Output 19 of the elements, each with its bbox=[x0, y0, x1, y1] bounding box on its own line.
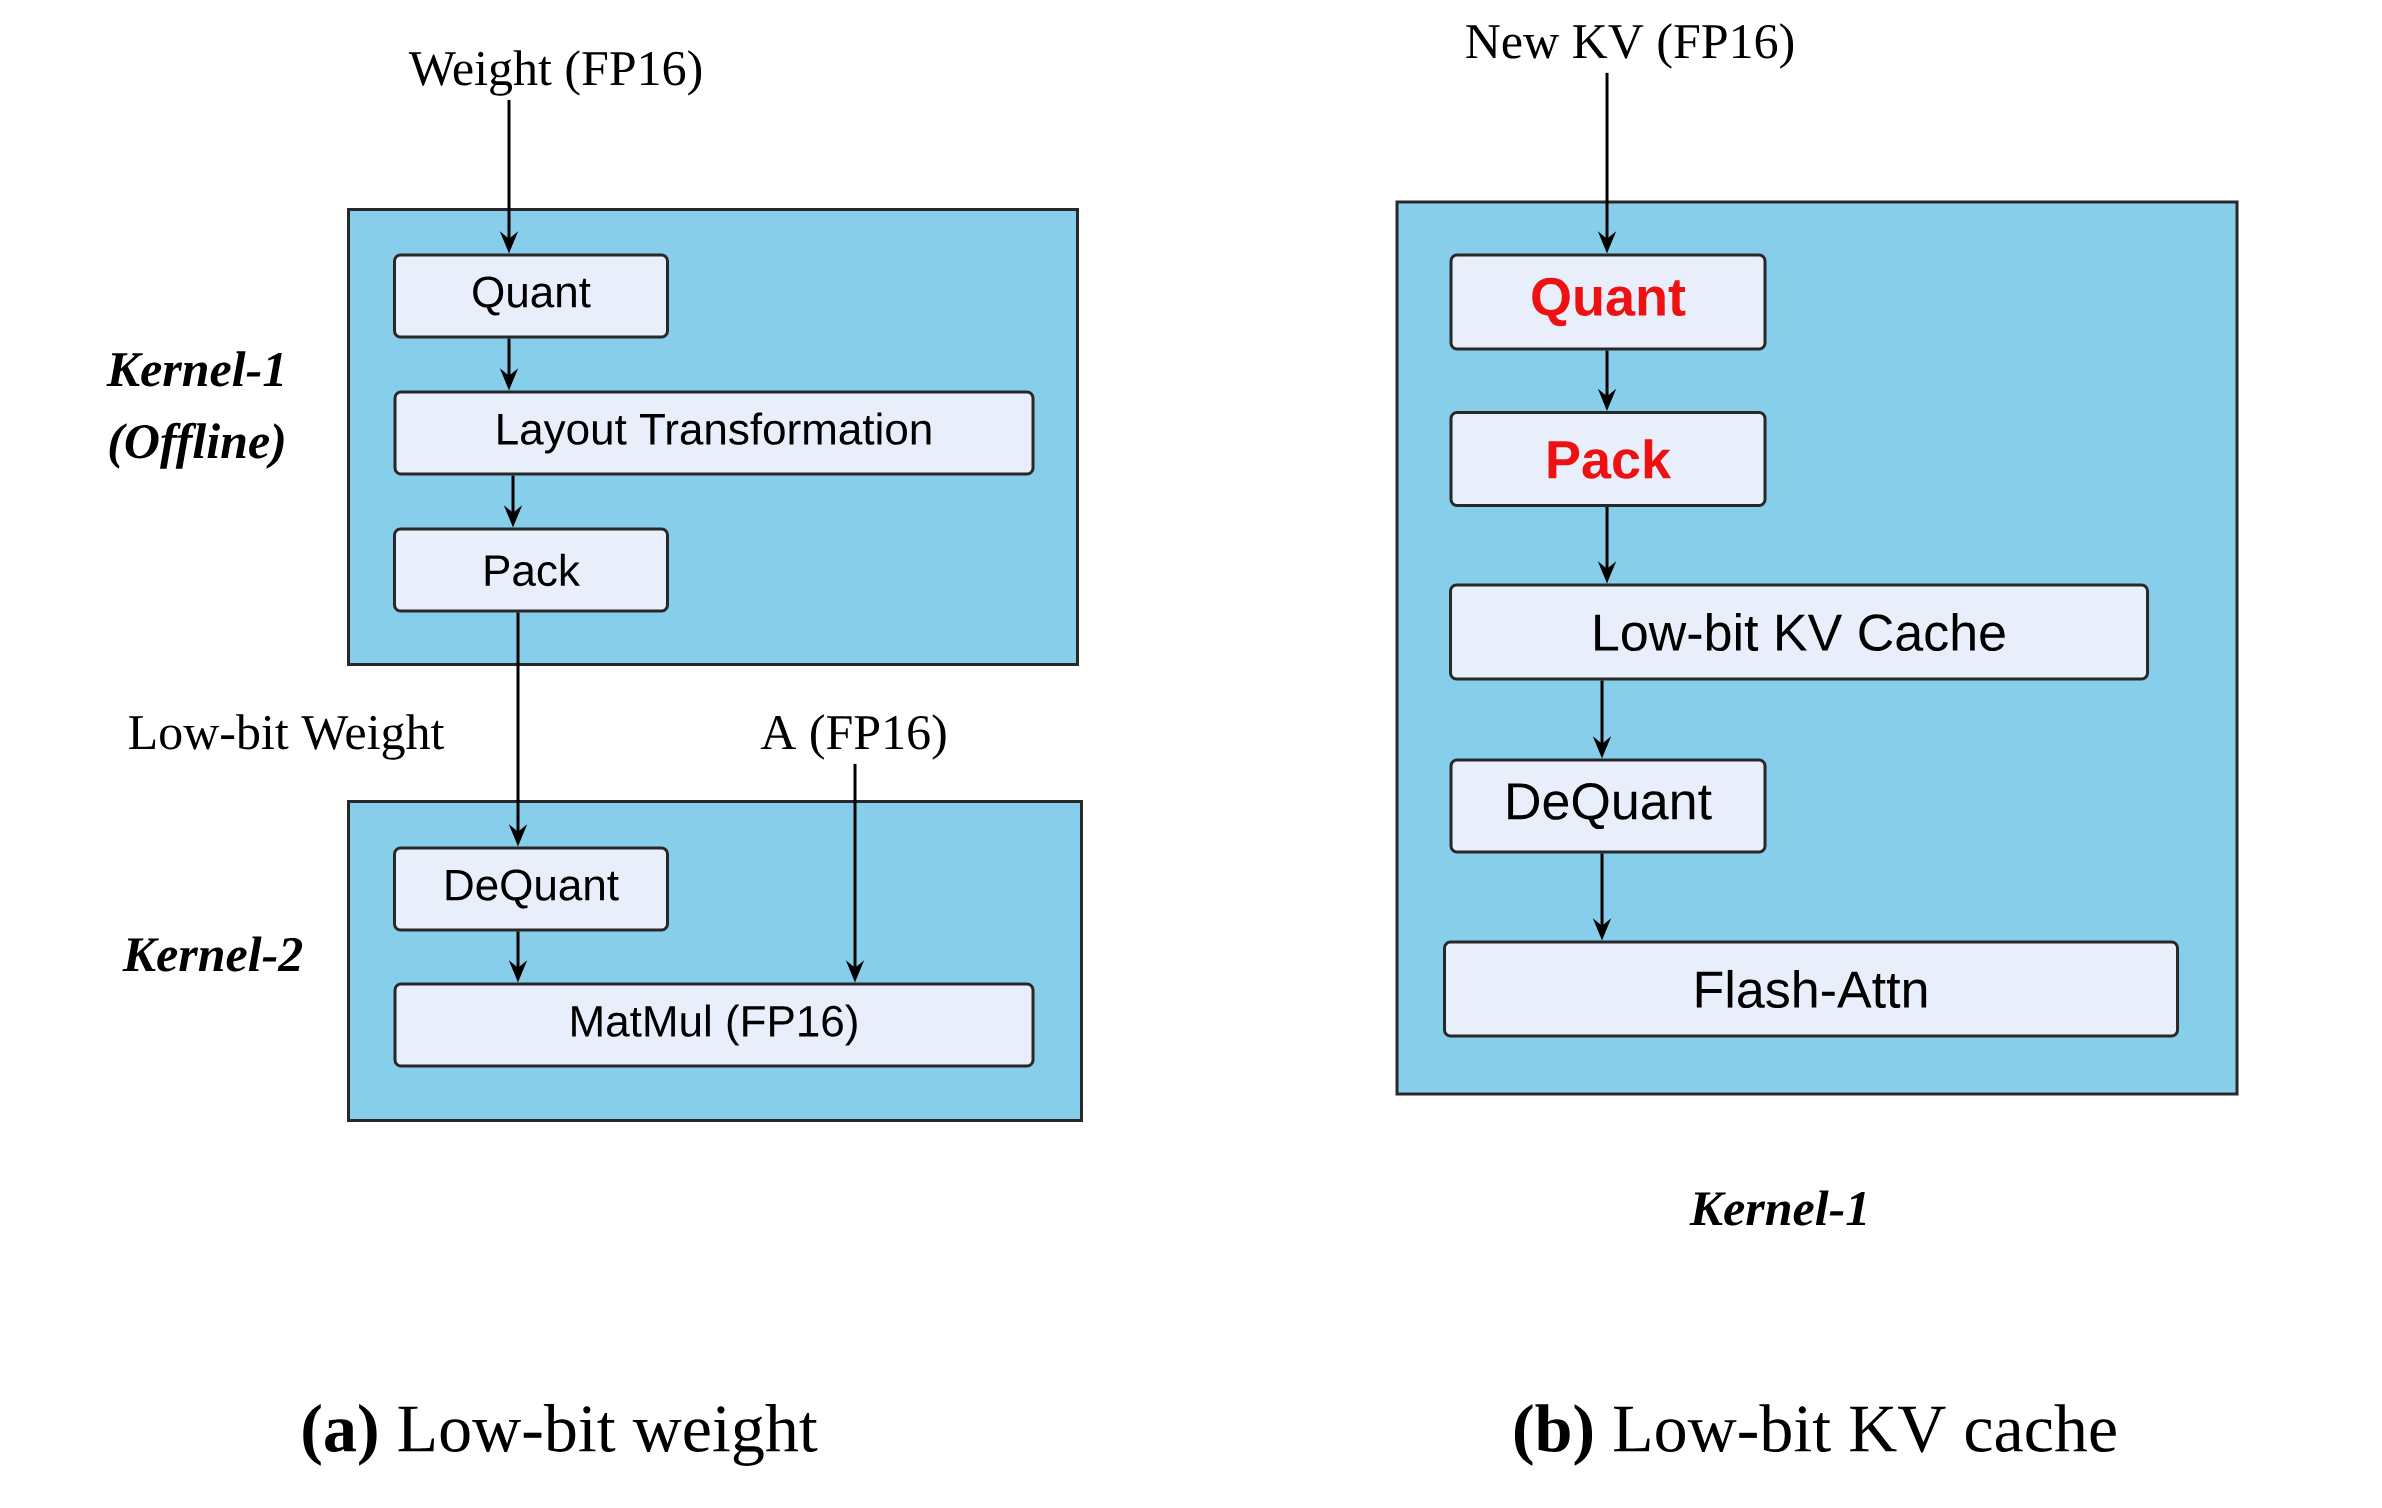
step-box: MatMul (FP16) bbox=[393, 982, 1035, 1068]
input-label: A (FP16) bbox=[760, 714, 946, 760]
kernel-label: Kernel-1 bbox=[1689, 1190, 1866, 1226]
step-box: Low-bit KV Cache bbox=[1449, 583, 2149, 681]
input-label: New KV (FP16) bbox=[1466, 23, 1794, 69]
step-box: Pack bbox=[1449, 411, 1767, 507]
kernel-label: Kernel-2 bbox=[122, 936, 303, 972]
step-box: Flash-Attn bbox=[1443, 940, 2180, 1038]
step-box: DeQuant bbox=[1449, 758, 1767, 854]
step-box: Pack bbox=[393, 527, 669, 613]
step-box: DeQuant bbox=[393, 846, 669, 932]
subfigure-caption: (b) Low-bit KV cache bbox=[1514, 1404, 2116, 1466]
edge-label: Low-bit Weight bbox=[125, 712, 447, 762]
input-label: Weight (FP16) bbox=[408, 50, 702, 96]
kernel-label: Kernel-1 (Offline) bbox=[106, 351, 284, 469]
step-box: Quant bbox=[1449, 253, 1767, 351]
step-box: Layout Transformation bbox=[393, 390, 1035, 476]
subfigure-caption: (a) Low-bit weight bbox=[303, 1404, 818, 1466]
step-box: Quant bbox=[393, 253, 669, 339]
